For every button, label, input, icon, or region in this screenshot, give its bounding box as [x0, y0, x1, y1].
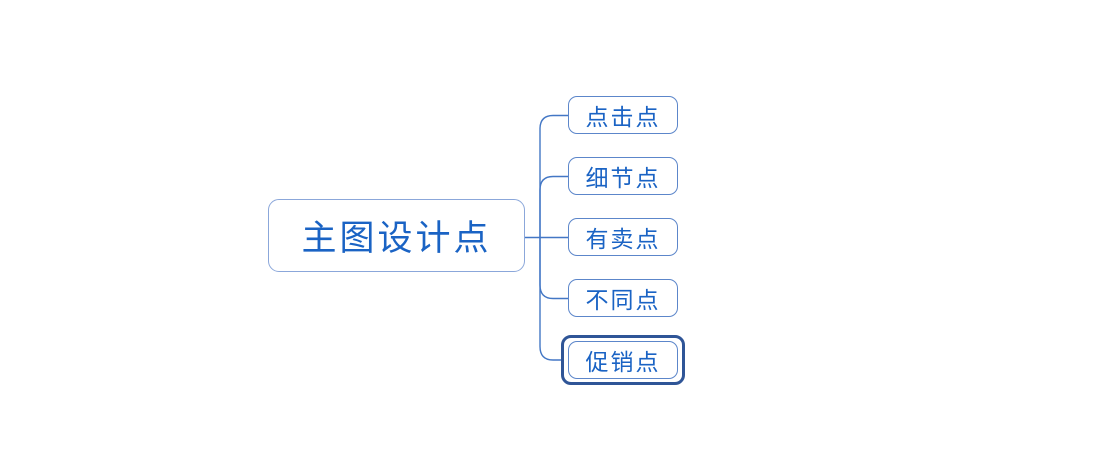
- child-node-label: 促销点: [585, 350, 661, 375]
- connector-branch-2: [539, 175, 568, 237]
- child-node-click-point[interactable]: 点击点: [568, 96, 678, 134]
- connector-branch-4: [539, 238, 568, 300]
- child-node-label: 不同点: [585, 288, 661, 313]
- child-node-selling-point[interactable]: 有卖点: [568, 218, 678, 256]
- child-node-label: 细节点: [585, 166, 661, 191]
- child-node-promotion-point[interactable]: 促销点: [568, 341, 678, 379]
- child-node-label: 点击点: [585, 105, 661, 130]
- child-node-difference-point[interactable]: 不同点: [568, 279, 678, 317]
- child-node-label: 有卖点: [585, 227, 661, 252]
- connector-branch-5: [539, 238, 561, 361]
- connector-branch-1: [539, 114, 568, 237]
- child-node-detail-point[interactable]: 细节点: [568, 157, 678, 195]
- selection-outline: 促销点: [561, 335, 685, 385]
- root-node-label: 主图设计点: [301, 219, 492, 258]
- root-node[interactable]: 主图设计点: [268, 199, 525, 272]
